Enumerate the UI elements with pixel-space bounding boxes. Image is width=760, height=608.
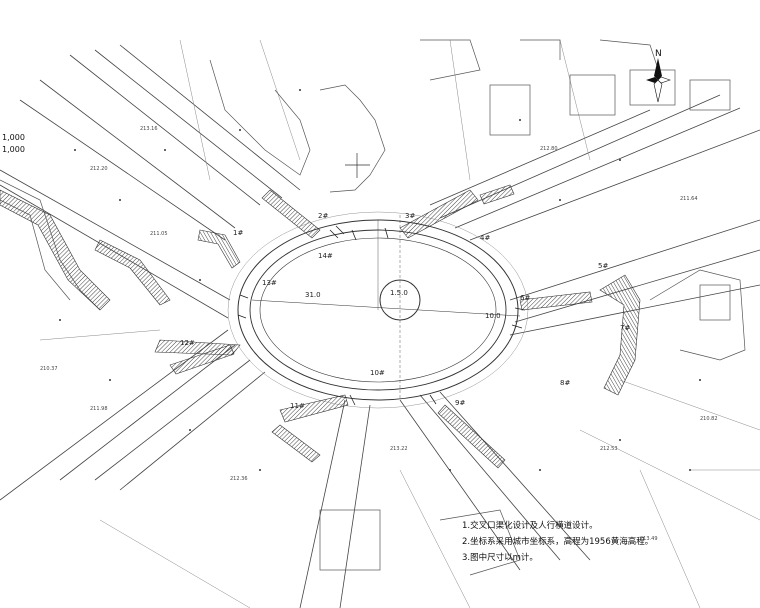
elevation: 212.36 [230,476,248,482]
elevation: 211.64 [680,196,698,202]
elevation-labels: 211.05 212.20 213.16 212.80 211.64 210.8… [40,126,718,542]
crosswalk-label: 8# [560,379,570,387]
note-line-2: 2.坐标系采用城市坐标系，高程为1956黄海高程。 [462,536,653,547]
elevation: 212.80 [540,146,558,152]
drawing-notes: 1.交叉口渠化设计及人行横道设计。 2.坐标系采用城市坐标系，高程为1956黄海… [462,520,653,563]
elevation: 213.16 [140,126,158,132]
crosswalk-label: 3# [405,212,415,220]
elevation: 210.82 [700,416,718,422]
elevation: 212.20 [90,166,108,172]
scale-text-2: 1,000 [2,145,25,154]
elevation: 211.05 [150,231,168,237]
roundabout [227,211,529,409]
elevation: 212.53 [600,446,618,452]
entry-markings [237,225,526,406]
crosshair-marker [345,153,370,178]
diameter-label: 31.0 [305,291,321,299]
note-line-3: 3.图中尺寸以m计。 [462,552,538,563]
crosswalk-label: 1# [233,229,243,237]
elevation: 213.22 [390,446,408,452]
survey-points [59,89,701,471]
note-line-1: 1.交叉口渠化设计及人行横道设计。 [462,520,598,531]
elevation: 210.37 [40,366,58,372]
elevation: 211.98 [90,406,108,412]
crosswalk-label: 9# [455,399,465,407]
scale-text-1: 1,000 [2,133,25,142]
crosswalk-label: 12# [180,339,195,347]
island-label: 1.5.0 [390,289,408,297]
sidewalk-hatching [0,184,641,469]
crosswalk-labels: 1# 2# 3# 4# 5# 6# 7# 8# 9# 10# 11# 12# 1… [180,212,630,410]
crosswalk-label: 4# [480,234,490,242]
crosswalk-label: 10# [370,369,385,377]
crosswalk-label: 7# [620,324,630,332]
crosswalk-label: 5# [598,262,608,270]
crosswalk-label: 6# [520,294,530,302]
north-arrow-icon: N [646,49,671,103]
crosswalk-label: 2# [318,212,328,220]
radius-label: 10.0 [485,312,501,320]
elevation: 213.49 [640,536,658,542]
crosswalk-label: 13# [262,279,277,287]
crosswalk-label: 14# [318,252,333,260]
crosswalk-label: 11# [290,402,305,410]
road-network [0,39,760,608]
north-label: N [655,49,662,59]
